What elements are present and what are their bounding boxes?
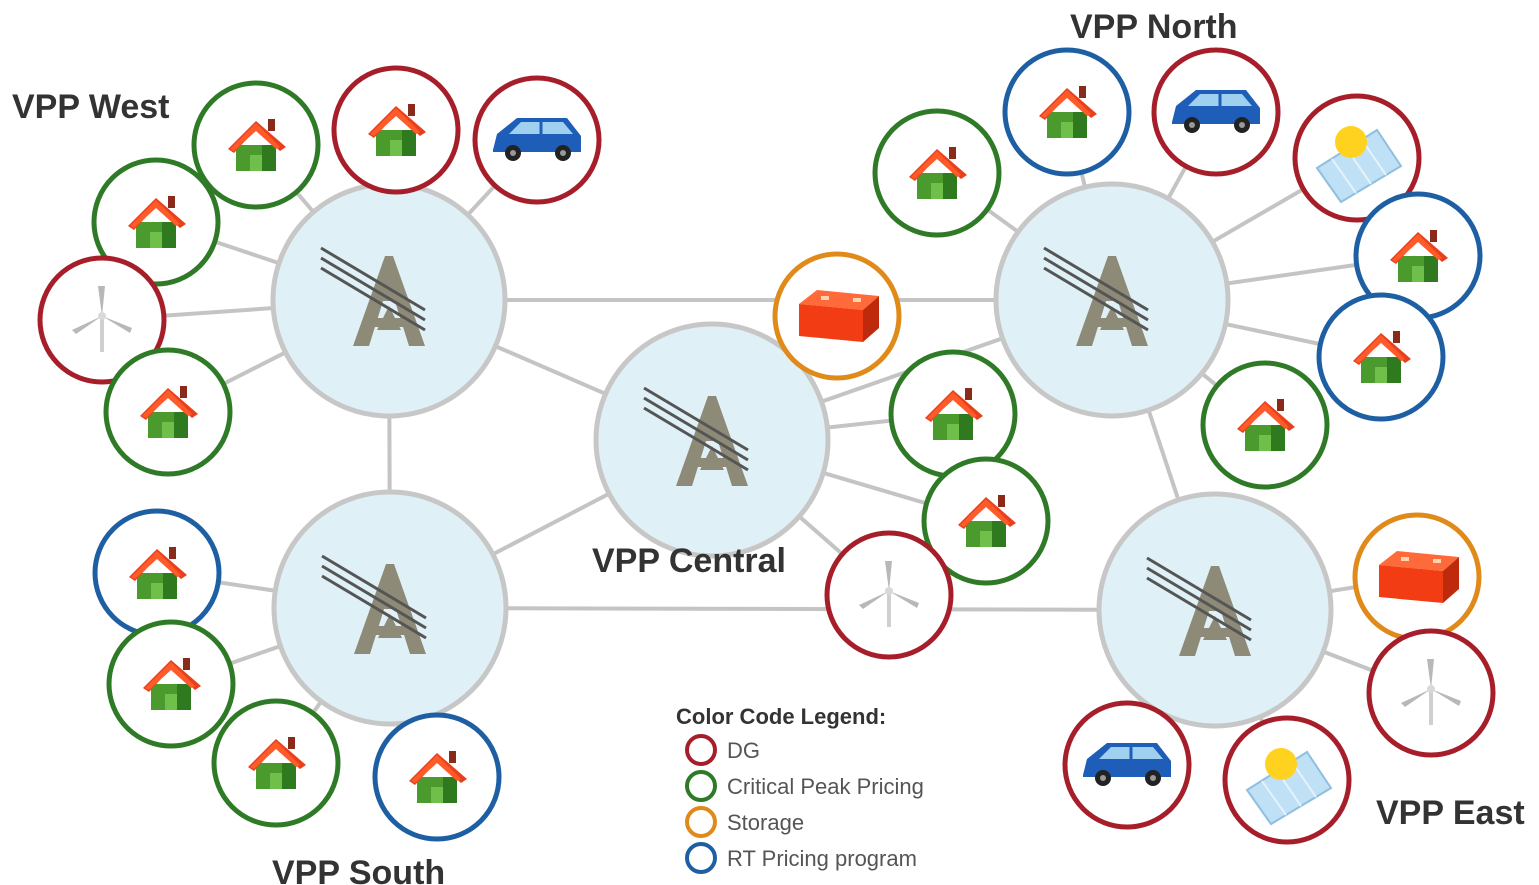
hub-north	[993, 181, 1231, 419]
resource-south-house-critical-peak-pricing	[211, 698, 341, 828]
battery-icon	[1379, 551, 1459, 603]
resource-north-house-critical-peak-pricing	[872, 108, 1002, 238]
legend-label-critical-peak-pricing: Critical Peak Pricing	[727, 774, 924, 799]
hub-label-east: VPP East	[1376, 794, 1525, 832]
resource-north-house-rt-pricing-program	[1316, 292, 1446, 422]
legend-item-critical-peak-pricing: Critical Peak Pricing	[685, 770, 924, 802]
legend-swatch-dg	[685, 734, 717, 766]
legend-label-rt-pricing-program: RT Pricing program	[727, 846, 917, 871]
resource-south-house-rt-pricing-program	[372, 712, 502, 842]
resource-central-wind-turbine-dg	[824, 530, 954, 660]
legend-item-storage: Storage	[685, 806, 804, 838]
hub-label-west: VPP West	[12, 88, 169, 126]
resource-west-electric-car-dg	[472, 75, 602, 205]
resource-north-house-rt-pricing-program	[1002, 47, 1132, 177]
resource-west-house-critical-peak-pricing	[191, 80, 321, 210]
hub-south	[271, 489, 509, 727]
hub-label-north: VPP North	[1070, 8, 1238, 46]
resource-east-electric-car-dg	[1062, 700, 1192, 830]
color-code-legend: Color Code Legend: DG Critical Peak Pric…	[676, 704, 924, 874]
resource-north-electric-car-dg	[1151, 47, 1281, 177]
battery-icon	[799, 290, 879, 342]
legend-swatch-storage	[685, 806, 717, 838]
resource-south-house-critical-peak-pricing	[106, 619, 236, 749]
resource-west-house-dg	[331, 65, 461, 195]
hub-label-south: VPP South	[272, 854, 445, 885]
hub-label-central: VPP Central	[592, 542, 786, 580]
hub-west	[270, 181, 508, 419]
resource-central-battery-storage	[772, 251, 902, 381]
resource-north-solar-panel-dg	[1292, 93, 1422, 223]
hub-link-south-east	[389, 606, 1216, 612]
legend-label-storage: Storage	[727, 810, 804, 835]
hub-east	[1096, 491, 1334, 729]
resource-south-house-rt-pricing-program	[92, 508, 222, 638]
resource-central-house-critical-peak-pricing	[921, 456, 1051, 586]
hub-central	[593, 321, 831, 559]
vpp-hubs	[270, 181, 1334, 729]
resource-east-solar-panel-dg	[1222, 715, 1352, 845]
legend-title: Color Code Legend:	[676, 704, 886, 729]
resource-west-house-critical-peak-pricing	[103, 347, 233, 477]
resource-west-wind-turbine-dg	[37, 255, 167, 385]
legend-label-dg: DG	[727, 738, 760, 763]
legend-item-dg: DG	[685, 734, 760, 766]
legend-swatch-critical-peak-pricing	[685, 770, 717, 802]
resource-east-battery-storage	[1352, 512, 1482, 642]
resources	[37, 47, 1496, 845]
resource-east-wind-turbine-dg	[1366, 628, 1496, 758]
legend-item-rt-pricing-program: RT Pricing program	[685, 842, 917, 874]
legend-swatch-rt-pricing-program	[685, 842, 717, 874]
resource-west-house-critical-peak-pricing	[91, 157, 221, 287]
resource-north-house-critical-peak-pricing	[1200, 360, 1330, 490]
